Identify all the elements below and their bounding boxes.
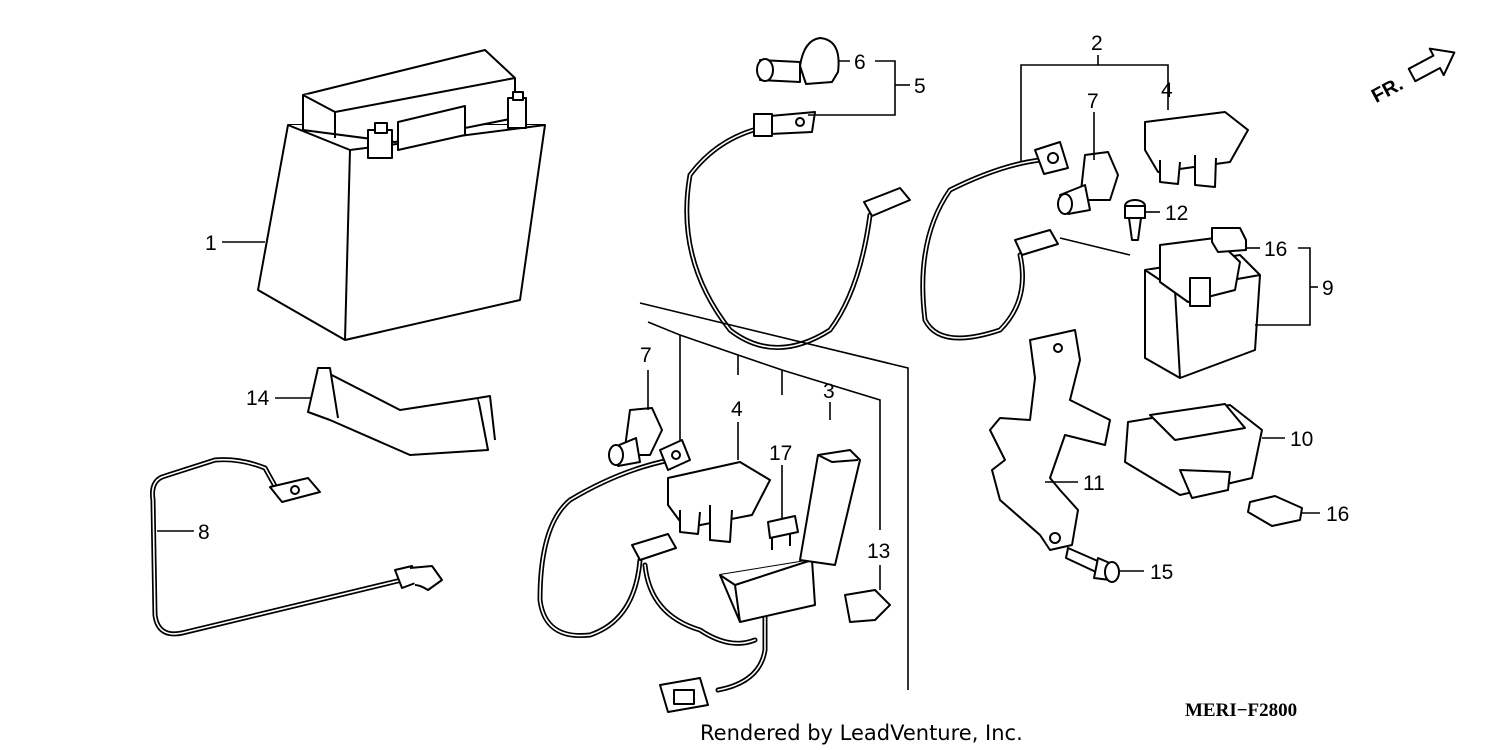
callout-cover-left: 7: [640, 344, 652, 367]
callout-ground-cable: 8: [198, 521, 210, 544]
callout-mini-fuse: 17: [769, 442, 792, 465]
callout-battery-band: 14: [246, 387, 270, 410]
callout-flange-bolt: 15: [1150, 561, 1173, 584]
relay-cover[interactable]: [1124, 403, 1263, 499]
relay-stay[interactable]: [989, 329, 1111, 551]
terminal-cover-left[interactable]: [608, 407, 663, 467]
positive-cable[interactable]: [920, 141, 1069, 341]
callout-cap-left: 4: [731, 398, 743, 421]
front-direction-label: FR.: [1368, 73, 1407, 108]
terminal-cap-left[interactable]: [667, 461, 771, 543]
terminal-cover-top[interactable]: [1057, 151, 1119, 215]
callout-battery: 1: [205, 232, 217, 255]
callout-terminal-cover: 6: [854, 51, 866, 74]
callout-fuse-bottom: 16: [1326, 503, 1349, 526]
callout-relay-stay: 11: [1083, 472, 1105, 495]
fuse-holder[interactable]: [844, 589, 891, 623]
flange-bolt[interactable]: [1065, 547, 1120, 583]
front-direction-arrow: FR.: [1368, 47, 1456, 108]
callout-cover-top: 7: [1087, 90, 1099, 113]
fuse-top[interactable]: [1211, 227, 1247, 253]
callout-starter-relay: 9: [1322, 277, 1334, 300]
battery-band[interactable]: [307, 367, 496, 456]
ground-cable[interactable]: [150, 457, 443, 637]
callout-fuse-box-assembly: 3: [823, 380, 835, 403]
callout-cap-top: 4: [1161, 79, 1173, 102]
callout-relay-cover: 10: [1290, 428, 1313, 451]
leader-lines: [157, 55, 1320, 590]
diagram-code: MERI−F2800: [1185, 700, 1297, 721]
terminal-cover[interactable]: [756, 37, 840, 85]
fuse-box-assembly[interactable]: [537, 302, 909, 713]
starter-cable[interactable]: [684, 111, 911, 350]
callout-starter-cable: 5: [914, 75, 926, 98]
fuse-bottom[interactable]: [1247, 495, 1303, 527]
callout-fuse-holder: 13: [867, 540, 890, 563]
terminal-cap-top[interactable]: [1144, 111, 1249, 188]
starter-relay[interactable]: [1144, 237, 1261, 379]
callout-fuse-top: 16: [1264, 238, 1287, 261]
mini-fuse[interactable]: [767, 515, 799, 550]
callout-harness-top: 2: [1091, 32, 1103, 55]
small-bolt[interactable]: [1124, 199, 1146, 241]
callout-numbers: 1 14 8 6 5 2 7 4 12 16 9 10 16 11 15 7 4…: [198, 32, 1349, 584]
battery[interactable]: [257, 49, 546, 341]
render-credit: Rendered by LeadVenture, Inc.: [700, 721, 1023, 745]
callout-small-bolt: 12: [1165, 202, 1188, 225]
